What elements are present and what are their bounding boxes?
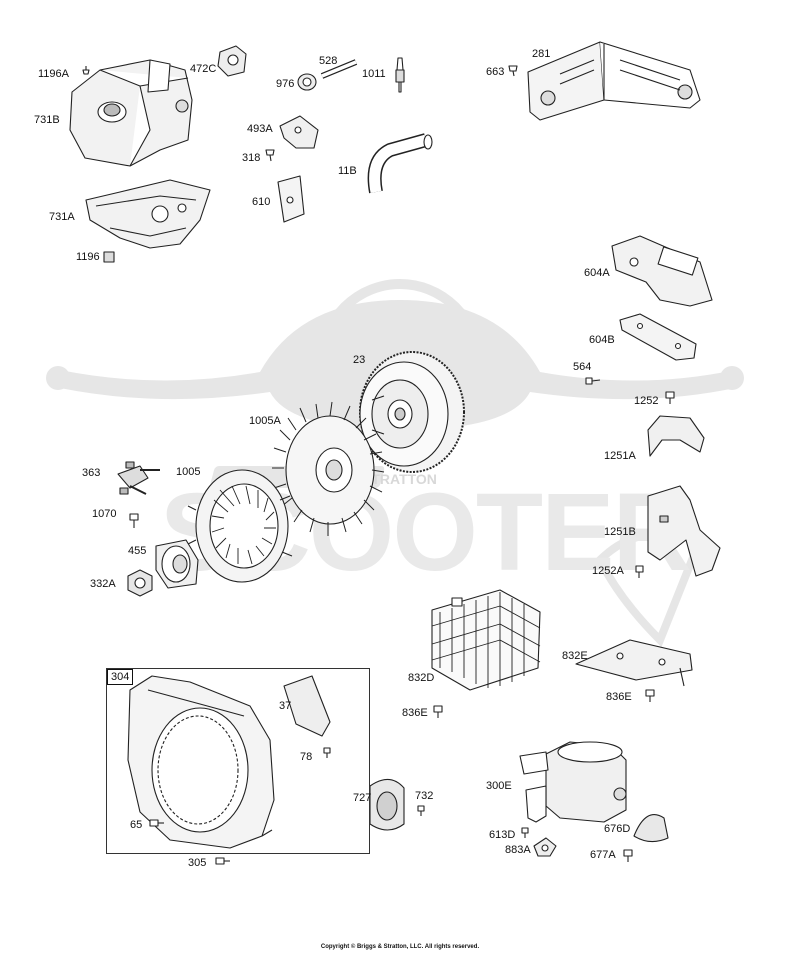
part-318-screw: [265, 149, 275, 162]
label-727: 727: [353, 792, 372, 804]
label-37: 37: [279, 700, 292, 712]
label-676d: 676D: [604, 823, 631, 835]
part-836e-screw: [645, 689, 655, 702]
part-23-flywheel: [359, 351, 465, 473]
part-1251b-shield: [647, 485, 721, 577]
part-1011-fitting: [395, 57, 405, 93]
part-731a-lower-cover: [85, 179, 211, 249]
part-472c-bracket: [217, 45, 247, 77]
label-1070: 1070: [92, 508, 117, 520]
label-78: 78: [300, 751, 313, 763]
part-832e-plate: [575, 639, 693, 687]
label-23: 23: [353, 354, 366, 366]
part-332a-nut: [127, 569, 153, 597]
part-836e-screw: [433, 705, 443, 718]
part-1005a-fan: [272, 401, 385, 536]
label-976: 976: [276, 78, 295, 90]
part-1070-screw: [129, 513, 139, 528]
label-11b: 11B: [338, 165, 357, 177]
label-1196a: 1196A: [38, 68, 69, 80]
label-1251b: 1251B: [604, 526, 636, 538]
part-493a-bracket: [279, 115, 319, 149]
label-363: 363: [82, 467, 101, 479]
part-732-screw: [417, 805, 425, 816]
label-1005a: 1005A: [249, 415, 281, 427]
copyright-notice: Copyright © Briggs & Stratton, LLC. All …: [320, 944, 480, 950]
label-493a: 493A: [247, 123, 273, 135]
label-677a: 677A: [590, 849, 616, 861]
inset-label: 304: [107, 669, 134, 685]
label-604a: 604A: [584, 267, 610, 279]
part-604a-air-cleaner-base: [611, 235, 713, 307]
label-663: 663: [486, 66, 505, 78]
label-610: 610: [252, 196, 271, 208]
part-11b-tube: [367, 133, 433, 194]
part-604b-plate: [619, 313, 697, 361]
label-455: 455: [128, 545, 147, 557]
part-1196-nut: [103, 251, 115, 263]
part-1196a-screw: [82, 66, 90, 75]
part-727-spark-arrester: [369, 778, 405, 831]
part-305-screw: [215, 857, 230, 865]
part-1252-screw: [665, 391, 675, 404]
part-564-screw: [585, 377, 601, 385]
label-564: 564: [573, 361, 592, 373]
label-281: 281: [532, 48, 551, 60]
part-281-control-bracket: [527, 41, 701, 121]
label-1252a: 1252A: [592, 565, 624, 577]
part-610-gasket: [277, 175, 305, 223]
label-65: 65: [130, 819, 143, 831]
part-304-inset-frame: [106, 668, 370, 854]
part-976-grommet: [297, 73, 317, 91]
label-731a: 731A: [49, 211, 75, 223]
label-318: 318: [242, 152, 261, 164]
label-832d: 832D: [408, 672, 435, 684]
part-663-screw: [508, 65, 518, 77]
label-731b: 731B: [34, 114, 60, 126]
label-305: 305: [188, 857, 207, 869]
label-832e: 832E: [562, 650, 588, 662]
label-1005: 1005: [176, 466, 201, 478]
label-836e-left: 836E: [402, 707, 428, 719]
label-1196: 1196: [76, 251, 100, 263]
part-455-cup: [155, 539, 199, 589]
label-300e: 300E: [486, 780, 512, 792]
part-1005-fan-housing: [187, 469, 293, 583]
label-1011: 1011: [362, 68, 386, 80]
part-676d-deflector: [633, 814, 669, 843]
label-472c: 472C: [190, 63, 217, 75]
label-1251a: 1251A: [604, 450, 636, 462]
label-604b: 604B: [589, 334, 615, 346]
part-731b-cover: [69, 59, 193, 167]
part-1251a-guard: [647, 415, 705, 457]
part-78-screw: [323, 747, 331, 758]
label-1252: 1252: [634, 395, 659, 407]
part-677a-screw: [623, 849, 633, 862]
label-613d: 613D: [489, 829, 516, 841]
part-300e-muffler: [519, 741, 627, 823]
part-613d-screw: [521, 827, 529, 838]
label-528: 528: [319, 55, 338, 67]
label-332a: 332A: [90, 578, 116, 590]
part-37-plate: [283, 675, 331, 737]
part-883a-gasket: [533, 837, 557, 857]
part-528-hose: [320, 59, 358, 79]
watermark-badge: STRATTON: [362, 471, 437, 487]
part-832d-muffler-guard: [431, 589, 541, 691]
label-883a: 883A: [505, 844, 531, 856]
label-732: 732: [415, 790, 434, 802]
label-836e-right: 836E: [606, 691, 632, 703]
part-304-blower-housing: [127, 675, 275, 849]
part-363-bracket: [117, 461, 160, 495]
part-1252a-screw: [635, 565, 644, 578]
part-65-screw: [149, 819, 164, 827]
